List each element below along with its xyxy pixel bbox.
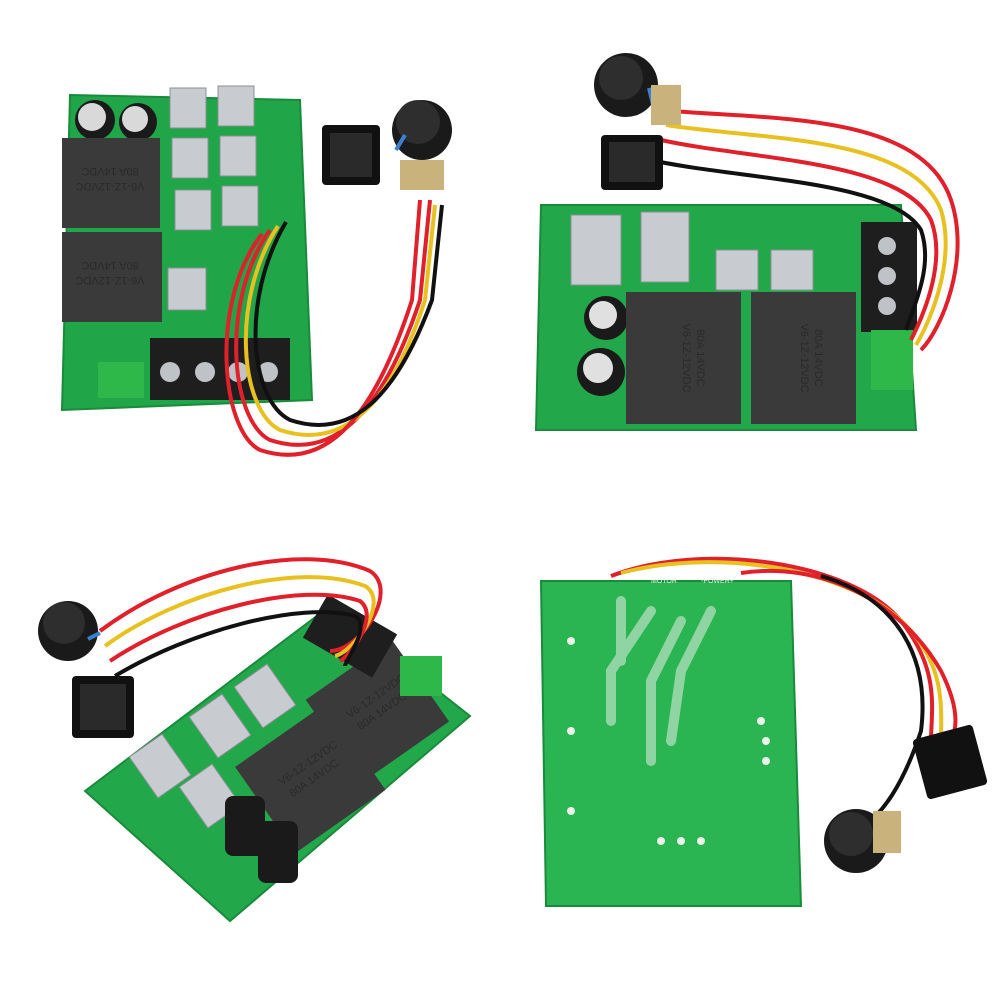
power-silkscreen: -POWER+ <box>701 578 734 585</box>
relay-model-text: V6-1Z-12VDC <box>75 274 144 286</box>
green-terminal <box>400 656 442 696</box>
potentiometer-body <box>400 160 444 190</box>
capacitor <box>258 821 298 883</box>
copper-traces <box>606 596 716 766</box>
relay-model-text: V6-1Z-12VDC <box>75 180 144 192</box>
pcb-front-view: V6-1Z-12VDC 80A 14VDC V6-1Z-12VDC 80A 14… <box>60 85 452 457</box>
heatsink-group <box>167 85 259 311</box>
rocker-switch <box>912 724 988 800</box>
capacitor <box>225 796 265 856</box>
green-terminal <box>871 330 913 390</box>
potentiometer-body <box>651 85 681 125</box>
relay-model-text: V6-1Z-12VDC <box>798 323 810 392</box>
wire-bundle <box>610 556 958 823</box>
relay-rating-text: 80A 14VDC <box>694 329 706 387</box>
photo-bottom-left: V6-1Z-12VDC 80A 14VDC V6-1Z-12VDC 80A 14… <box>0 501 500 1001</box>
relay-rating-text: 80A 14VDC <box>812 329 824 387</box>
relay: V6-1Z-12VDC 80A 14VDC <box>626 292 741 424</box>
wire-bundle <box>650 108 960 352</box>
relay-model-text: V6-1Z-12VDC <box>680 323 692 392</box>
relay: V6-1Z-12VDC 80A 14VDC <box>62 138 160 228</box>
wire-bundle <box>98 557 383 678</box>
relay: V6-1Z-12VDC 80A 14VDC <box>751 292 856 424</box>
heatsink-group <box>570 211 814 291</box>
photo-top-left: V6-1Z-12VDC 80A 14VDC V6-1Z-12VDC 80A 14… <box>0 0 500 500</box>
pcb-tilted-view: V6-1Z-12VDC 80A 14VDC V6-1Z-12VDC 80A 14… <box>38 557 472 923</box>
photo-top-right: V6-1Z-12VDC 80A 14VDC V6-1Z-12VDC 80A 14… <box>501 0 1001 500</box>
relay-rating-text: 80A 14VDC <box>81 165 139 177</box>
wire-bundle <box>224 199 444 457</box>
potentiometer-body <box>873 811 901 853</box>
motor-silkscreen: MOTOR <box>651 578 677 585</box>
pcb-angled-view: V6-1Z-12VDC 80A 14VDC V6-1Z-12VDC 80A 14… <box>534 53 960 431</box>
green-terminal <box>98 362 144 398</box>
pcb-back-view: MOTOR -POWER+ <box>539 556 988 907</box>
screw-terminal <box>302 594 398 678</box>
relay: V6-1Z-12VDC 80A 14VDC <box>62 232 162 322</box>
photo-bottom-right: MOTOR -POWER+ <box>501 501 1001 1001</box>
relay-rating-text: 80A 14VDC <box>81 259 139 271</box>
solder-pads <box>567 637 770 845</box>
